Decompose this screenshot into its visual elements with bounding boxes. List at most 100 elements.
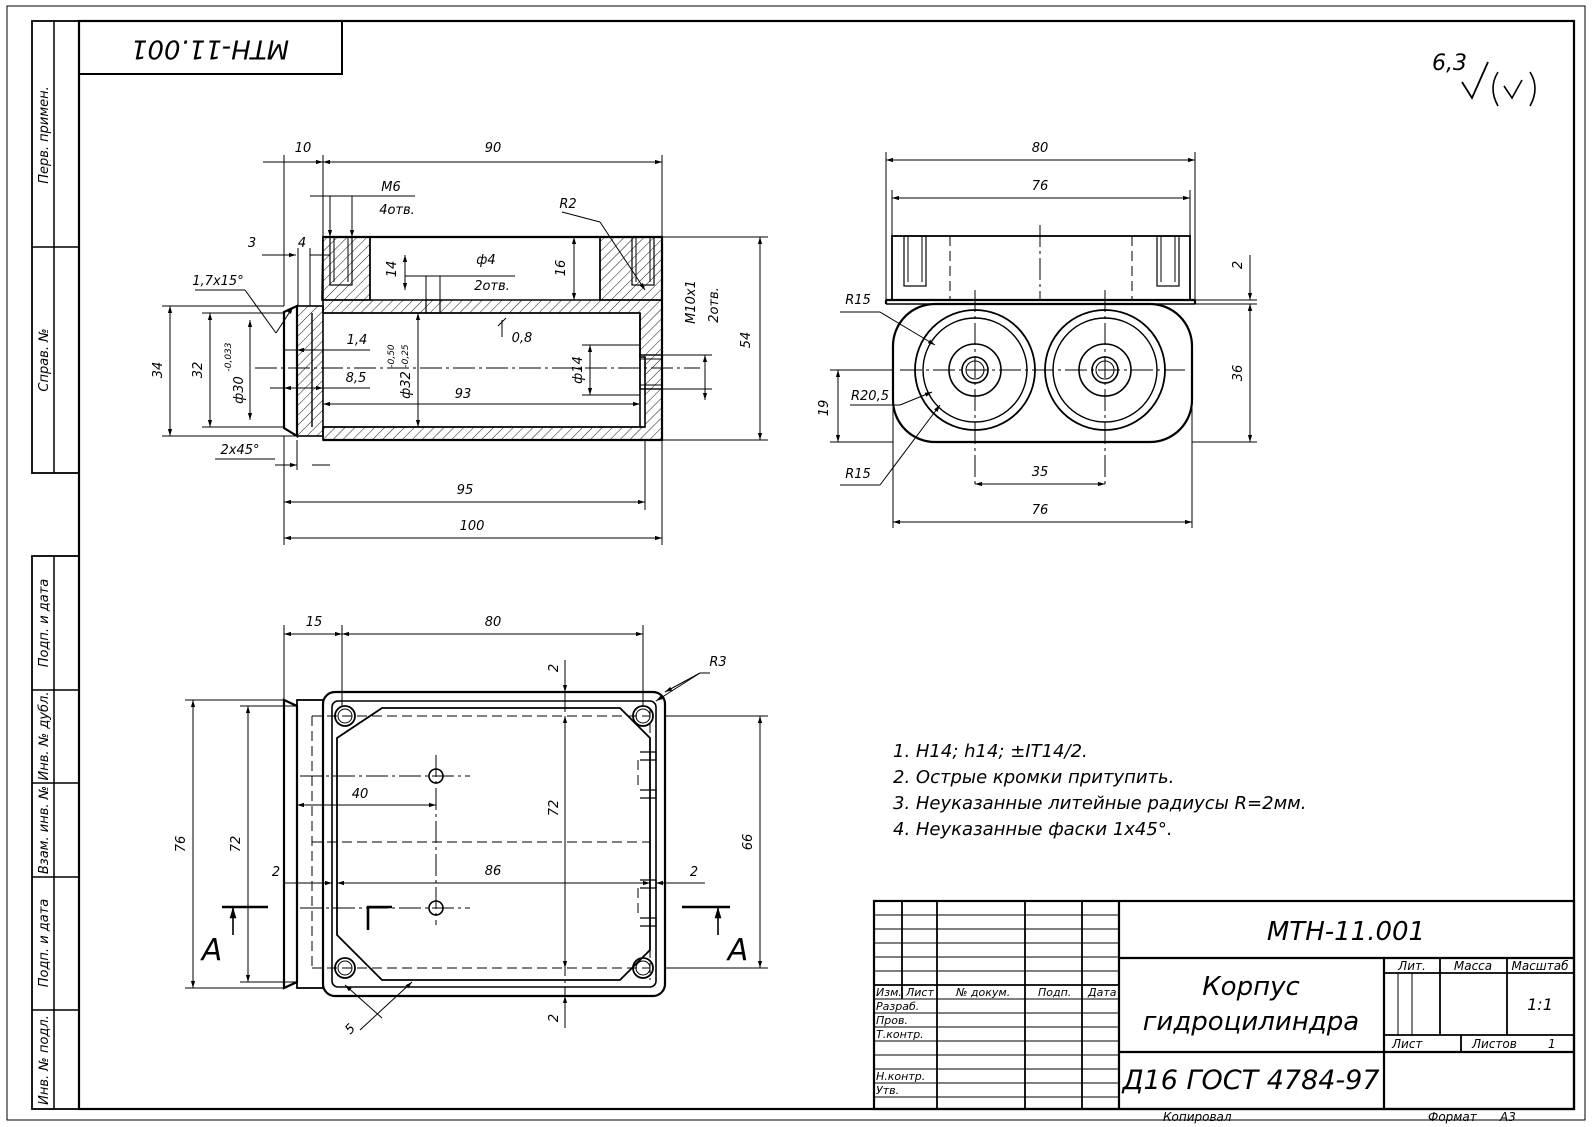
dim-1-4: 1,4	[347, 333, 368, 348]
section-view: 10 90 M6 4отв. R2 3 4 1,7х15° 14 ф4 2отв…	[151, 141, 768, 545]
side-strip: Перв. примен. Справ. № Подп. и дата Инв.…	[31, 20, 80, 1110]
tb-row-norm-control: Н.контр.	[876, 1070, 925, 1083]
plan-dim-72-left: 72	[229, 836, 244, 853]
note-2: 2. Острые кромки притупить.	[893, 767, 1174, 788]
plan-dim-15: 15	[306, 615, 323, 630]
dim-10: 10	[295, 141, 312, 156]
plan-view: А А 15 80 R3 2 76 72 40 72 2 86 2	[174, 615, 768, 1038]
tb-row-tech-control: Т.контр.	[876, 1028, 924, 1041]
tb-mass-label: Масса	[1454, 959, 1492, 973]
dim-14-vert: 14	[385, 261, 400, 278]
rotated-code-box: МТН-11.001	[78, 20, 343, 75]
note-4: 4. Неуказанные фаски 1х45°.	[893, 819, 1173, 840]
end-dim-2: 2	[1231, 261, 1246, 269]
plan-dim-2-right: 2	[690, 865, 698, 880]
plan-dim-72-mid: 72	[547, 800, 562, 817]
title-block: Изм. Лист № докум. Подп. Дата Разраб. Пр…	[872, 899, 1576, 1124]
dim-phi32-tol-b: -0,25	[401, 344, 411, 368]
dim-m10: M10х1	[684, 280, 699, 324]
side-label-sign-date-1: Подп. и дата	[37, 579, 52, 668]
note-1: 1. H14; h14; ±IT14/2.	[893, 741, 1088, 762]
tb-col-doc: № докум.	[955, 986, 1010, 999]
dim-phi14: ф14	[571, 356, 586, 384]
dim-phi30-tol: -0,033	[224, 342, 234, 371]
end-dim-35: 35	[1032, 465, 1049, 480]
tb-scale-value: 1:1	[1527, 995, 1553, 1014]
end-view: 80 76 2 36 R15 R20,5 R15 19 35 76	[817, 141, 1257, 528]
plan-dim-76: 76	[174, 836, 189, 853]
dim-4: 4	[298, 236, 306, 251]
end-dim-76-bottom: 76	[1032, 503, 1049, 518]
dim-8-5: 8,5	[346, 371, 367, 386]
dim-chamfer-1-7: 1,7х15°	[192, 274, 243, 289]
dim-0-8: 0,8	[512, 331, 533, 346]
plan-dim-40: 40	[352, 787, 369, 802]
side-label-repl-inv: Взам. инв. №	[37, 786, 52, 874]
side-label-first-use: Перв. примен.	[37, 86, 52, 184]
dim-phi32: ф32	[399, 371, 414, 399]
tb-title-line1: Корпус	[1202, 972, 1300, 1002]
tb-sheet-label: Лист	[1391, 1037, 1423, 1051]
tb-format-label: Формат	[1428, 1110, 1478, 1124]
dim-r2: R2	[559, 197, 576, 212]
roughness-symbol: 6,3	[1432, 51, 1536, 107]
plan-dim-2-bottom: 2	[547, 1014, 562, 1022]
plan-dim-r3: R3	[709, 655, 726, 670]
dim-phi4: ф4	[476, 253, 495, 268]
end-dim-r20-5: R20,5	[851, 389, 889, 404]
tb-title-line2: гидроцилиндра	[1143, 1007, 1359, 1037]
dim-90: 90	[485, 141, 502, 156]
plan-dim-66: 66	[741, 834, 756, 851]
tb-row-checked: Пров.	[876, 1014, 908, 1027]
dim-phi4-holes: 2отв.	[474, 279, 510, 294]
sheet-frame	[6, 5, 1586, 1121]
section-marker-a-left: А	[200, 933, 223, 968]
side-label-ref: Справ. №	[37, 328, 52, 391]
dim-32: 32	[191, 362, 206, 379]
plan-dim-5: 5	[342, 1021, 358, 1037]
tb-drawing-code: МТН-11.001	[1267, 917, 1425, 947]
tb-sheets-count: 1	[1548, 1037, 1556, 1051]
tb-col-izm: Изм.	[876, 986, 902, 999]
tb-row-approved: Утв.	[876, 1084, 899, 1097]
tb-col-sign: Подп.	[1038, 986, 1071, 999]
dim-phi32-tol-a: -0,50	[387, 344, 397, 368]
dim-phi30: ф30	[232, 376, 247, 404]
end-dim-r15-a: R15	[845, 293, 871, 308]
tb-material: Д16 ГОСТ 4784-97	[1121, 1065, 1379, 1096]
dim-54: 54	[739, 332, 754, 349]
tb-lit-label: Лит.	[1397, 959, 1426, 973]
tb-sheets-label: Листов	[1471, 1037, 1517, 1051]
side-label-dup-inv: Инв. № дубл.	[37, 692, 52, 781]
end-dim-r15-b: R15	[845, 467, 871, 482]
tb-col-date: Дата	[1087, 986, 1117, 999]
dim-3: 3	[248, 236, 256, 251]
dim-95: 95	[457, 483, 474, 498]
dim-m10-holes: 2отв.	[707, 287, 722, 323]
rotated-code-text: МТН-11.001	[131, 34, 289, 64]
tb-format-value: А3	[1499, 1110, 1516, 1124]
tb-row-developed: Разраб.	[876, 1000, 919, 1013]
plan-dim-2-top: 2	[547, 664, 562, 672]
dim-93: 93	[455, 387, 472, 402]
side-label-orig-inv: Инв. № подл.	[37, 1015, 52, 1105]
dim-34: 34	[151, 362, 166, 379]
plan-dim-2-left: 2	[272, 865, 280, 880]
dim-16: 16	[554, 260, 569, 277]
tb-col-list: Лист	[905, 986, 934, 999]
section-marker-a-right: А	[726, 933, 749, 968]
technical-notes: 1. H14; h14; ±IT14/2. 2. Острые кромки п…	[893, 741, 1306, 840]
end-dim-36: 36	[1231, 365, 1246, 382]
plan-dim-86: 86	[485, 864, 502, 879]
note-3: 3. Неуказанные литейные радиусы R=2мм.	[893, 793, 1306, 814]
end-dim-80: 80	[1032, 141, 1049, 156]
side-label-sign-date-2: Подп. и дата	[37, 899, 52, 988]
roughness-value: 6,3	[1432, 51, 1467, 76]
tb-copied: Копировал	[1163, 1110, 1232, 1124]
dim-chamfer-2: 2х45°	[220, 443, 259, 458]
end-dim-19: 19	[817, 400, 832, 417]
dim-m6: M6	[381, 180, 401, 195]
dim-m6-holes: 4отв.	[379, 203, 415, 218]
dim-100: 100	[460, 519, 485, 534]
